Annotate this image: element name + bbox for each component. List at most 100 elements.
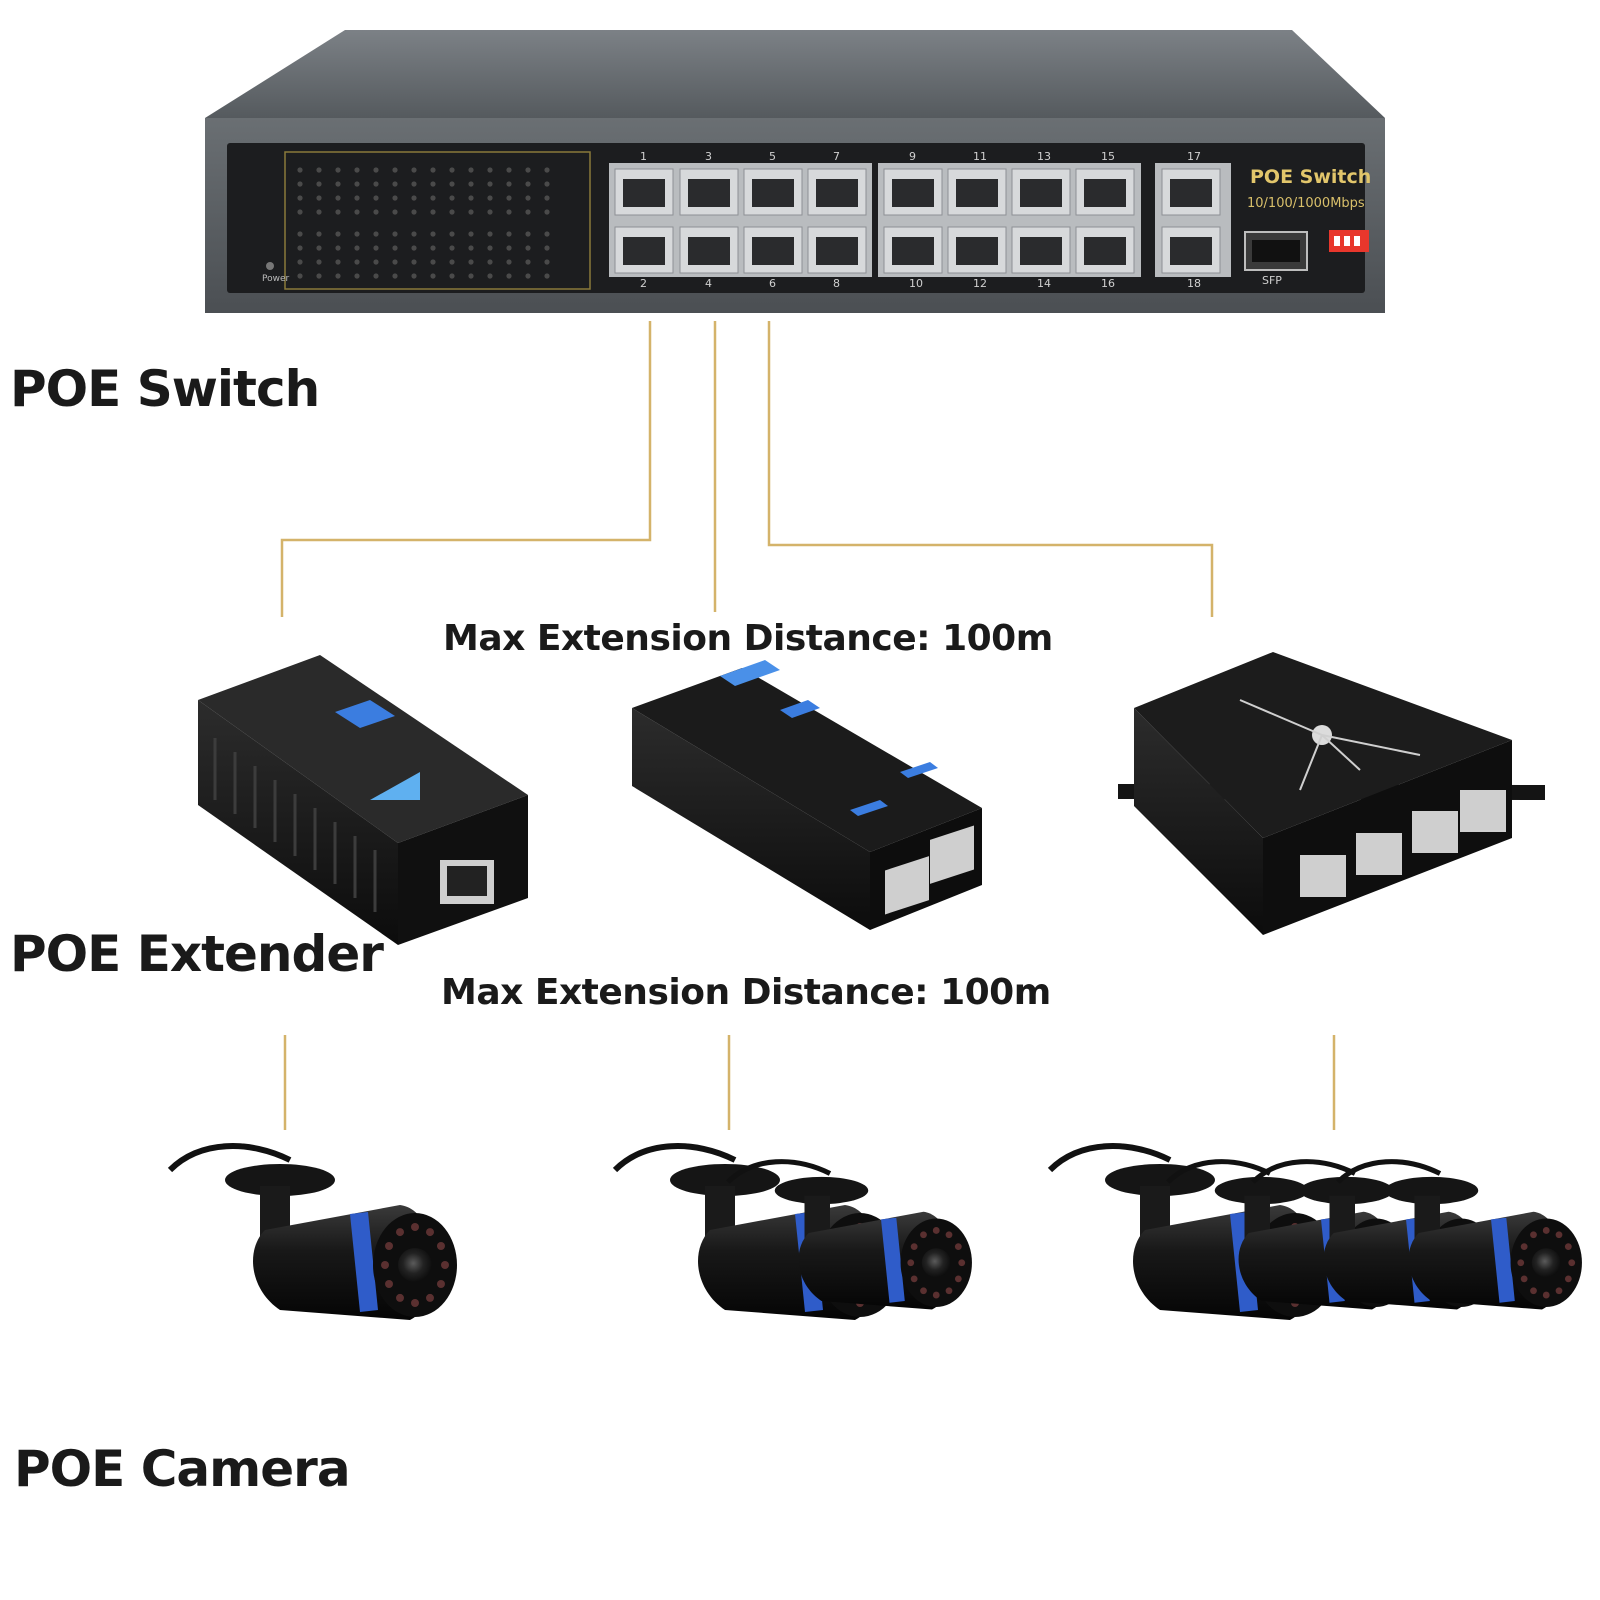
led-dot	[411, 195, 417, 201]
ir-led-icon	[1555, 1231, 1563, 1239]
led-dot	[335, 167, 341, 173]
camera-mount-base	[1105, 1164, 1215, 1196]
led-dot	[544, 167, 550, 173]
poe-extender-2-port	[632, 660, 982, 930]
camera-cable	[1336, 1159, 1442, 1184]
led-dot	[316, 245, 322, 251]
ir-led-icon	[411, 1299, 419, 1307]
sfp-slot	[1252, 240, 1300, 262]
port-number-label: 12	[973, 277, 987, 290]
camera-mount-base	[1299, 1176, 1394, 1205]
led-dot	[411, 245, 417, 251]
led-dot	[449, 181, 455, 187]
camera-mount-base	[1384, 1176, 1479, 1205]
camera-blue-ring	[1491, 1217, 1515, 1303]
extender-4-port-2	[1356, 833, 1402, 875]
camera-cable	[1251, 1159, 1357, 1184]
led-dot	[430, 181, 436, 187]
led-dot	[316, 231, 322, 237]
led-dot	[354, 167, 360, 173]
ir-led-icon	[1564, 1243, 1572, 1250]
ir-led-icon	[945, 1231, 953, 1239]
camera-cable	[612, 1143, 737, 1173]
ir-led-icon	[1530, 1287, 1537, 1295]
led-dot	[525, 273, 531, 279]
port-number-label: 8	[833, 277, 840, 290]
ir-led-icon	[381, 1261, 389, 1269]
led-dot	[430, 167, 436, 173]
led-dot	[449, 195, 455, 201]
extender-1-rj45-socket	[447, 866, 487, 896]
led-dot	[525, 245, 531, 251]
led-dot	[506, 245, 512, 251]
switch-brand-label: POE Switch	[1250, 166, 1371, 188]
connector-lines	[280, 321, 1336, 1130]
ir-led-icon	[1564, 1275, 1572, 1283]
ir-led-icon	[958, 1259, 966, 1267]
ir-led-icon	[1555, 1287, 1563, 1295]
rj45-socket	[688, 237, 730, 265]
port-number-label: 3	[705, 150, 712, 163]
led-dot	[354, 273, 360, 279]
led-dot	[297, 259, 303, 265]
connector-switch-to-extender-1	[280, 321, 652, 617]
ir-led-icon	[436, 1280, 445, 1288]
led-dot	[525, 167, 531, 173]
rj45-socket	[956, 237, 998, 265]
switch-led-indicators	[297, 167, 550, 279]
led-dot	[487, 231, 493, 237]
port-number-label: 11	[973, 150, 987, 163]
distance-label-lower: Max Extension Distance: 100m	[441, 972, 1051, 1013]
dip-key-1	[1334, 236, 1340, 246]
extender-4-port-3	[1412, 811, 1458, 853]
poe-badge-icon	[780, 700, 820, 718]
ir-led-icon	[954, 1275, 962, 1283]
extender-4-diagram-lines	[1239, 699, 1421, 791]
port-number-label: 7	[833, 150, 840, 163]
rj45-socket	[1084, 237, 1126, 265]
led-dot	[544, 195, 550, 201]
poe-camera	[167, 1143, 457, 1320]
port-number-label: 17	[1187, 150, 1201, 163]
led-dot	[468, 231, 474, 237]
extender-2-rj45-port-1	[885, 856, 929, 915]
rj45-socket	[1020, 179, 1062, 207]
rj45-socket	[892, 179, 934, 207]
led-dot	[468, 259, 474, 265]
led-dot	[487, 167, 493, 173]
ir-led-icon	[441, 1261, 449, 1269]
ir-led-icon	[907, 1259, 915, 1267]
led-dot	[449, 259, 455, 265]
rj45-socket	[623, 179, 665, 207]
port-number-label: 15	[1101, 150, 1115, 163]
led-dot	[506, 273, 512, 279]
switch-power-label: Power	[262, 274, 290, 284]
rj45-socket	[816, 237, 858, 265]
ir-led-icon	[426, 1293, 434, 1302]
port-number-label: 9	[909, 150, 916, 163]
led-dot	[430, 231, 436, 237]
led-dot	[316, 195, 322, 201]
ir-led-icon	[932, 1291, 940, 1299]
led-dot	[335, 259, 341, 265]
led-dot	[544, 273, 550, 279]
led-dot	[354, 245, 360, 251]
led-dot	[392, 167, 398, 173]
led-dot	[354, 231, 360, 237]
led-dot	[335, 273, 341, 279]
ir-led-icon	[385, 1242, 394, 1250]
ir-led-icon	[920, 1231, 927, 1239]
led-dot	[544, 245, 550, 251]
led-dot	[430, 273, 436, 279]
led-dot	[335, 195, 341, 201]
port-number-label: 4	[705, 277, 712, 290]
connector-switch-to-extender-3	[767, 321, 1214, 617]
led-dot	[392, 181, 398, 187]
led-dot	[373, 259, 379, 265]
ir-led-icon	[945, 1287, 953, 1295]
led-dot	[449, 167, 455, 173]
ir-led-icon	[1520, 1243, 1528, 1250]
led-dot	[487, 245, 493, 251]
